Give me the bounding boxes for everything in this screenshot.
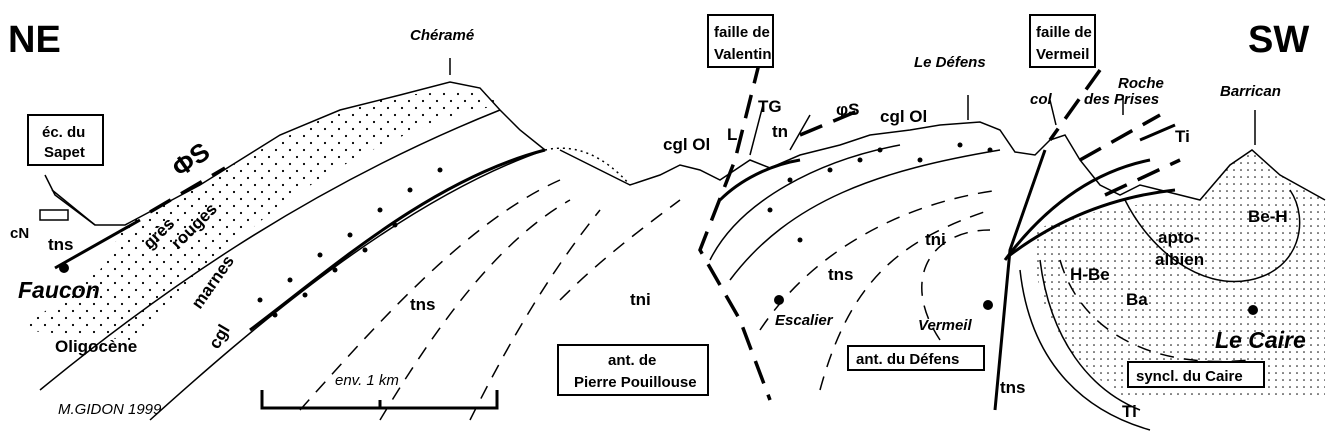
le-caire-label: Le Caire — [1215, 327, 1306, 353]
sapet-cliff — [44, 174, 96, 226]
tns-bottom-label: tns — [1000, 378, 1026, 397]
tns-right-label: tns — [828, 265, 854, 284]
cn-limestone — [39, 209, 69, 221]
credit-label: M.GIDON 1999 — [58, 401, 162, 418]
tithonic-band — [1019, 269, 1151, 431]
tns-mid-label: tns — [410, 295, 436, 314]
cgl-ol-right-label: cgl Ol — [880, 107, 927, 126]
faille-valentin-l2: Valentin — [714, 46, 772, 63]
tg-label: TG — [758, 97, 782, 116]
phi-s-thrust-right — [799, 108, 861, 137]
roche-label: Roche — [1118, 75, 1164, 92]
cgl-label: cgl — [205, 321, 234, 352]
layer-boundary — [709, 144, 901, 261]
thrust-dashed — [1104, 158, 1181, 197]
vermeil-fault-trace — [993, 149, 1047, 411]
vermeil-label: Vermeil — [918, 317, 972, 334]
syncline-fill — [1034, 150, 1325, 400]
faille-de-valentin-box — [707, 14, 774, 68]
ec-du-sapet-box — [27, 114, 104, 166]
phi-s-right-label: φS — [836, 100, 860, 119]
tns-trace — [819, 209, 991, 391]
des-prises-label: des Prises — [1084, 91, 1159, 108]
faille-de-valentin-line — [698, 59, 772, 401]
ant-du-defens-label: ant. du Défens — [856, 351, 959, 368]
le-caire-point — [1248, 305, 1258, 315]
cgl-base — [249, 148, 546, 332]
layer-boundary — [149, 149, 546, 421]
syncl-du-caire-label: syncl. du Caire — [1136, 368, 1243, 385]
escalier-point — [774, 295, 784, 305]
escalier-label: Escalier — [775, 312, 834, 329]
phi-s-thrust-left — [149, 166, 226, 214]
be-h-label: Be-H — [1248, 207, 1288, 226]
sw-label: SW — [1248, 19, 1309, 61]
ec-du-label: éc. du — [42, 124, 85, 141]
layer-boundary — [39, 109, 501, 391]
faucon-fault — [54, 218, 141, 270]
tns-trace — [759, 189, 1001, 331]
scale-bar — [260, 390, 499, 410]
layer-boundary — [718, 158, 801, 202]
faille-vermeil-l2: Vermeil — [1036, 46, 1089, 63]
tn-label: tn — [772, 122, 788, 141]
faille-de-vermeil-box — [1029, 14, 1096, 68]
peak-leaders — [449, 58, 1256, 145]
ti-line — [1139, 123, 1176, 142]
cherame-label: Chéramé — [410, 27, 474, 44]
barrican-label: Barrican — [1220, 83, 1281, 100]
faille-vermeil-l1: faille de — [1036, 24, 1092, 41]
cgl-ol-dots — [767, 142, 993, 303]
ne-label: NE — [8, 19, 61, 61]
tni-trace — [921, 229, 991, 341]
thrust-line — [1009, 188, 1176, 257]
tns-trace — [469, 209, 601, 421]
le-defens-label: Le Défens — [914, 54, 986, 71]
cn-label: cN — [10, 225, 29, 242]
col-label: col — [1030, 91, 1053, 108]
ant-du-defens-box — [847, 345, 985, 371]
tni-trace — [559, 199, 681, 301]
layer-boundary — [729, 149, 1001, 281]
oligocene-label: Oligocène — [55, 337, 137, 356]
scale-label: env. 1 km — [335, 372, 399, 389]
tni-right-label: tni — [925, 230, 946, 249]
cgl-ol-left-label: cgl Ol — [663, 135, 710, 154]
sapet-label: Sapet — [44, 144, 85, 161]
ba-label: Ba — [1126, 290, 1148, 309]
apto-label: apto- — [1158, 228, 1200, 247]
albien-label: albien — [1155, 250, 1204, 269]
ti-bottom-label: Ti — [1122, 402, 1137, 421]
thrust-line — [1003, 158, 1151, 261]
tns-trace — [299, 179, 561, 411]
ant-de-label: ant. de — [608, 352, 656, 369]
ant-pierre-pouillouse-box — [557, 344, 709, 396]
apto-albien-layer — [1124, 189, 1301, 283]
faucon-point — [59, 263, 69, 273]
l-label: L — [727, 125, 737, 144]
cgl-dots — [257, 167, 443, 318]
tni-mid-label: tni — [630, 290, 651, 309]
tithonic-band — [1039, 259, 1141, 411]
pierre-pouillouse-label: Pierre Pouillouse — [574, 374, 697, 391]
thrust-dashed — [1079, 113, 1161, 162]
ti-top-label: Ti — [1175, 127, 1190, 146]
h-be-label: H-Be — [1070, 265, 1110, 284]
faille-valentin-l1: faille de — [714, 24, 770, 41]
tns-left-label: tns — [48, 235, 74, 254]
gres-rouges-layer — [20, 90, 500, 340]
faille-de-vermeil-line — [1048, 68, 1102, 142]
syncl-du-caire-box — [1127, 361, 1265, 388]
faucon-label: Faucon — [18, 277, 100, 303]
phi-s-left-label: ΦS — [166, 136, 215, 183]
eroded-profile — [544, 147, 631, 186]
label-leader — [749, 104, 811, 156]
vermeil-point — [983, 300, 993, 310]
